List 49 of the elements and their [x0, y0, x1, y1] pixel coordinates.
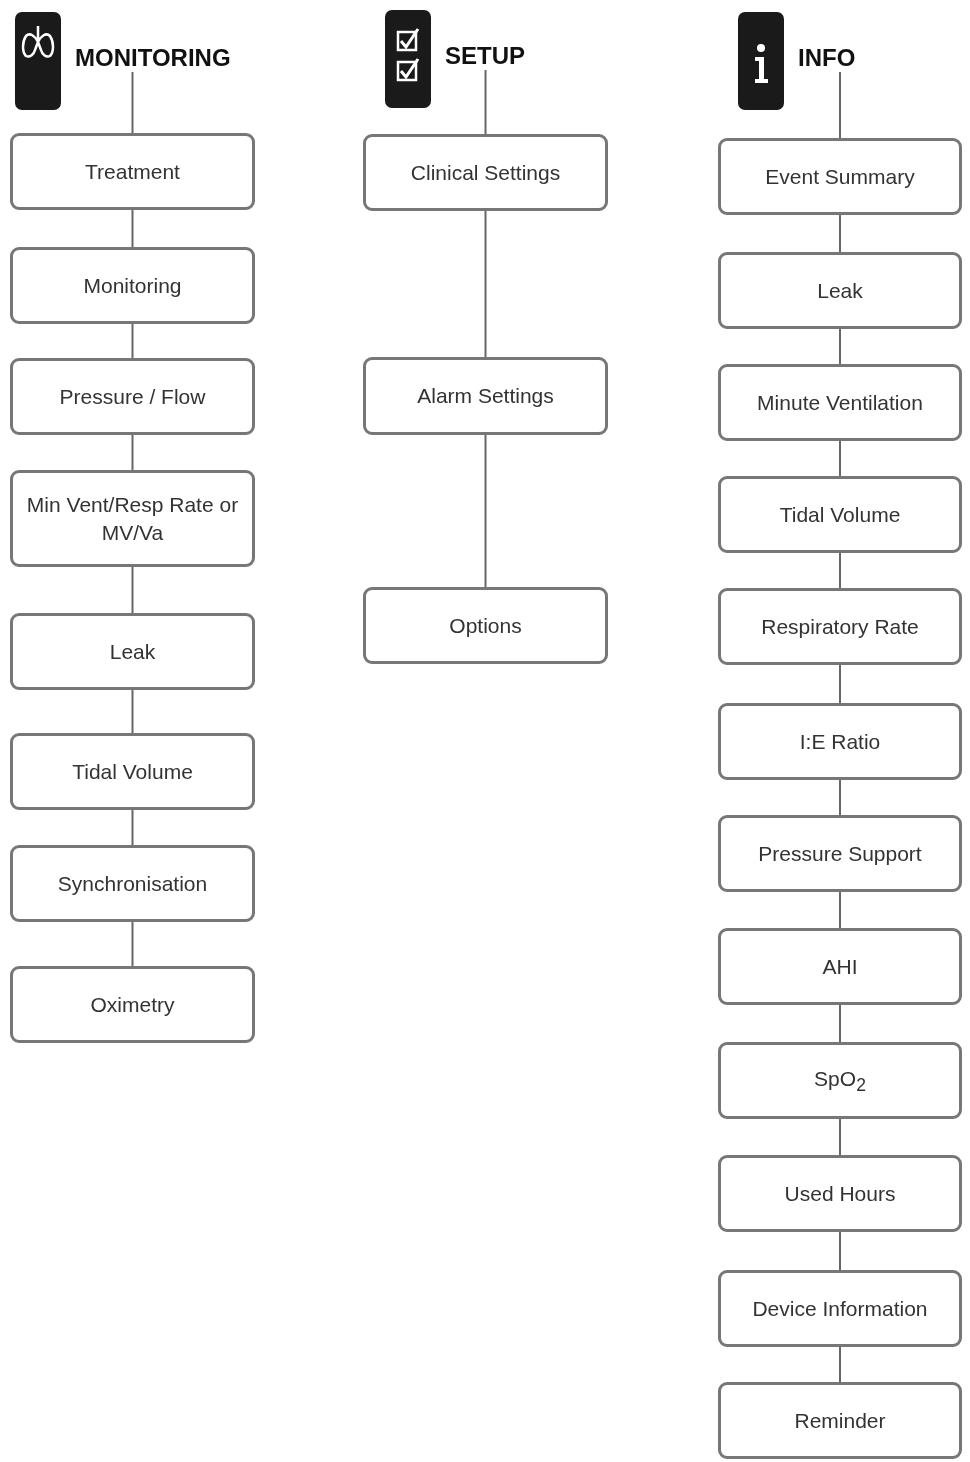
connector-line — [484, 210, 487, 358]
menu-item-box: Tidal Volume — [10, 733, 255, 810]
menu-item-box: Device Information — [718, 1270, 962, 1347]
connector-line — [839, 214, 841, 253]
menu-item-box: Pressure Support — [718, 815, 962, 892]
connector-line — [131, 689, 134, 734]
connector-line — [839, 891, 841, 929]
connector-line — [131, 209, 134, 248]
menu-item-box: Treatment — [10, 133, 255, 210]
connector-line — [839, 1231, 841, 1271]
menu-item-box: Leak — [718, 252, 962, 329]
connector-line — [131, 71, 134, 134]
connector-line — [839, 664, 841, 704]
menu-item-box: Alarm Settings — [363, 357, 608, 435]
section-heading: SETUP — [445, 42, 525, 70]
connector-line — [839, 440, 841, 477]
connector-line — [839, 1004, 841, 1043]
menu-item-box: I:E Ratio — [718, 703, 962, 780]
menu-item-box: Monitoring — [10, 247, 255, 324]
connector-line — [839, 779, 841, 816]
section-heading: INFO — [798, 44, 856, 72]
menu-item-box: Oximetry — [10, 966, 255, 1043]
connector-line — [839, 1118, 841, 1156]
connector-line — [839, 552, 841, 589]
menu-item-box: Options — [363, 587, 608, 664]
menu-item-box: Min Vent/Resp Rate or MV/Va — [10, 470, 255, 567]
menu-item-box: Reminder — [718, 1382, 962, 1459]
connector-line — [131, 323, 134, 359]
menu-item-box: Event Summary — [718, 138, 962, 215]
menu-item-box: Clinical Settings — [363, 134, 608, 211]
menu-item-box: Pressure / Flow — [10, 358, 255, 435]
menu-item-box: Used Hours — [718, 1155, 962, 1232]
connector-line — [131, 434, 134, 471]
menu-item-box: AHI — [718, 928, 962, 1005]
connector-line — [131, 809, 134, 846]
connector-line — [484, 434, 487, 588]
menu-item-box: Synchronisation — [10, 845, 255, 922]
connector-line — [131, 566, 134, 614]
connector-line — [839, 71, 841, 139]
menu-item-box: Respiratory Rate — [718, 588, 962, 665]
connector-line — [484, 69, 487, 135]
menu-item-box: Tidal Volume — [718, 476, 962, 553]
connector-line — [131, 921, 134, 967]
menu-item-box: SpO$_{2}$ — [718, 1042, 962, 1119]
menu-item-box: Leak — [10, 613, 255, 690]
menu-item-box: Minute Ventilation — [718, 364, 962, 441]
connector-line — [839, 1346, 841, 1383]
section-heading: MONITORING — [75, 44, 231, 72]
connector-line — [839, 328, 841, 365]
